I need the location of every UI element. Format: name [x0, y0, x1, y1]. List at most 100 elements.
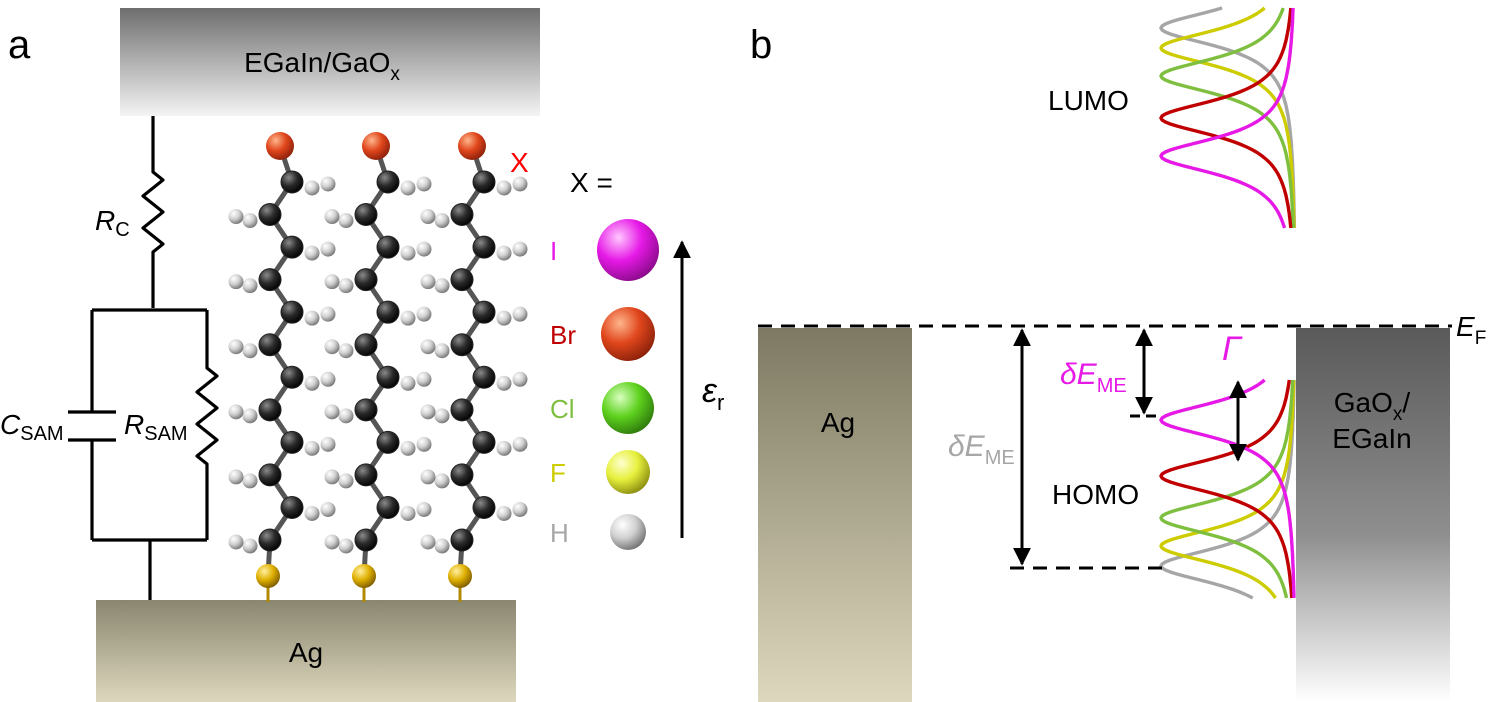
- terminal-halogen-atom: [266, 132, 294, 160]
- hydrogen-atom: [228, 534, 244, 550]
- carbon-atom: [472, 170, 496, 194]
- hydrogen-atom: [228, 209, 244, 225]
- hydrogen-atom: [512, 306, 528, 322]
- hydrogen-atom: [304, 375, 320, 391]
- hydrogen-atom: [434, 343, 450, 359]
- homo-label: HOMO: [1052, 479, 1139, 510]
- hydrogen-atom: [496, 180, 512, 196]
- hydrogen-atom: [338, 473, 354, 489]
- hydrogen-atom: [416, 436, 432, 452]
- hydrogen-atom: [304, 310, 320, 326]
- hydrogen-atom: [304, 245, 320, 261]
- homo-curves: [1159, 378, 1296, 600]
- homo-curve: [1159, 379, 1295, 599]
- sulfur-atom: [448, 564, 472, 588]
- hydrogen-atom: [434, 278, 450, 294]
- hydrogen-atom: [228, 274, 244, 290]
- carbon-atom: [450, 203, 474, 227]
- carbon-atom: [376, 235, 400, 259]
- hydrogen-atom: [512, 241, 528, 257]
- sam-chain: [324, 132, 432, 602]
- left-electrode: [758, 328, 912, 702]
- carbon-atom: [258, 203, 282, 227]
- hydrogen-atom: [420, 209, 436, 225]
- hydrogen-atom: [416, 241, 432, 257]
- carbon-atom: [376, 300, 400, 324]
- terminal-halogen-atom: [458, 132, 486, 160]
- carbon-atom: [376, 495, 400, 519]
- legend-atom-br: [601, 307, 655, 361]
- sulfur-atom: [256, 564, 280, 588]
- legend-atom-h: [610, 514, 646, 550]
- hydrogen-atom: [420, 404, 436, 420]
- hydrogen-atom: [324, 469, 340, 485]
- terminal-atom-label: X: [510, 147, 529, 178]
- hydrogen-atom: [338, 538, 354, 554]
- sam-chain: [228, 132, 336, 602]
- left-electrode-label: Ag: [821, 407, 855, 438]
- lumo-curve: [1159, 6, 1297, 228]
- hydrogen-atom: [512, 371, 528, 387]
- fermi-level-label: EF: [1456, 311, 1486, 349]
- lumo-curve: [1159, 7, 1295, 228]
- carbon-atom: [472, 495, 496, 519]
- carbon-atom: [354, 398, 378, 422]
- carbon-atom: [450, 528, 474, 552]
- legend-label-i: I: [550, 236, 557, 266]
- csam-label: CSAM: [0, 409, 64, 445]
- hydrogen-atom: [400, 310, 416, 326]
- carbon-atom: [280, 430, 304, 454]
- permittivity-label: εr: [702, 372, 724, 415]
- legend-label-h: H: [550, 518, 569, 548]
- hydrogen-atom: [324, 534, 340, 550]
- hydrogen-atom: [496, 375, 512, 391]
- hydrogen-atom: [338, 278, 354, 294]
- large-offset-label: δEME: [948, 430, 1015, 469]
- hydrogen-atom: [512, 436, 528, 452]
- hydrogen-atom: [496, 245, 512, 261]
- carbon-atom: [376, 365, 400, 389]
- carbon-atom: [472, 300, 496, 324]
- hydrogen-atom: [434, 473, 450, 489]
- carbon-atom: [280, 235, 304, 259]
- carbon-atom: [280, 300, 304, 324]
- hydrogen-atom: [324, 209, 340, 225]
- hydrogen-atom: [304, 440, 320, 456]
- contact-resistor: [141, 116, 165, 308]
- small-offset-label: δEME: [1060, 358, 1127, 397]
- right-electrode-label-line2: EGaIn: [1332, 423, 1411, 454]
- lumo-curve: [1159, 7, 1293, 229]
- carbon-atom: [376, 430, 400, 454]
- hydrogen-atom: [320, 306, 336, 322]
- legend-title: X =: [570, 167, 613, 198]
- hydrogen-atom: [416, 306, 432, 322]
- hydrogen-atom: [320, 436, 336, 452]
- sam-chains: [228, 132, 528, 602]
- hydrogen-atom: [400, 180, 416, 196]
- legend-atom-cl: [602, 382, 654, 434]
- broadening-label: Γ: [1222, 330, 1243, 368]
- hydrogen-atom: [338, 213, 354, 229]
- carbon-atom: [472, 430, 496, 454]
- hydrogen-atom: [416, 371, 432, 387]
- hydrogen-atom: [242, 343, 258, 359]
- hydrogen-atom: [338, 408, 354, 424]
- carbon-atom: [354, 333, 378, 357]
- carbon-atom: [354, 203, 378, 227]
- equivalent-circuit: [68, 116, 219, 600]
- hydrogen-atom: [338, 343, 354, 359]
- hydrogen-atom: [304, 505, 320, 521]
- hydrogen-atom: [228, 339, 244, 355]
- carbon-atom: [354, 268, 378, 292]
- lumo-curves: [1159, 6, 1297, 229]
- hydrogen-atom: [242, 278, 258, 294]
- lumo-curve: [1159, 7, 1295, 229]
- hydrogen-atom: [320, 371, 336, 387]
- hydrogen-atom: [512, 176, 528, 192]
- panel-a-label: a: [8, 23, 31, 67]
- carbon-atom: [258, 398, 282, 422]
- hydrogen-atom: [434, 538, 450, 554]
- hydrogen-atom: [304, 180, 320, 196]
- panel-b: b Ag GaOx/ EGaIn EF LUMO HOMO δEME δEME …: [750, 6, 1486, 702]
- hydrogen-atom: [496, 440, 512, 456]
